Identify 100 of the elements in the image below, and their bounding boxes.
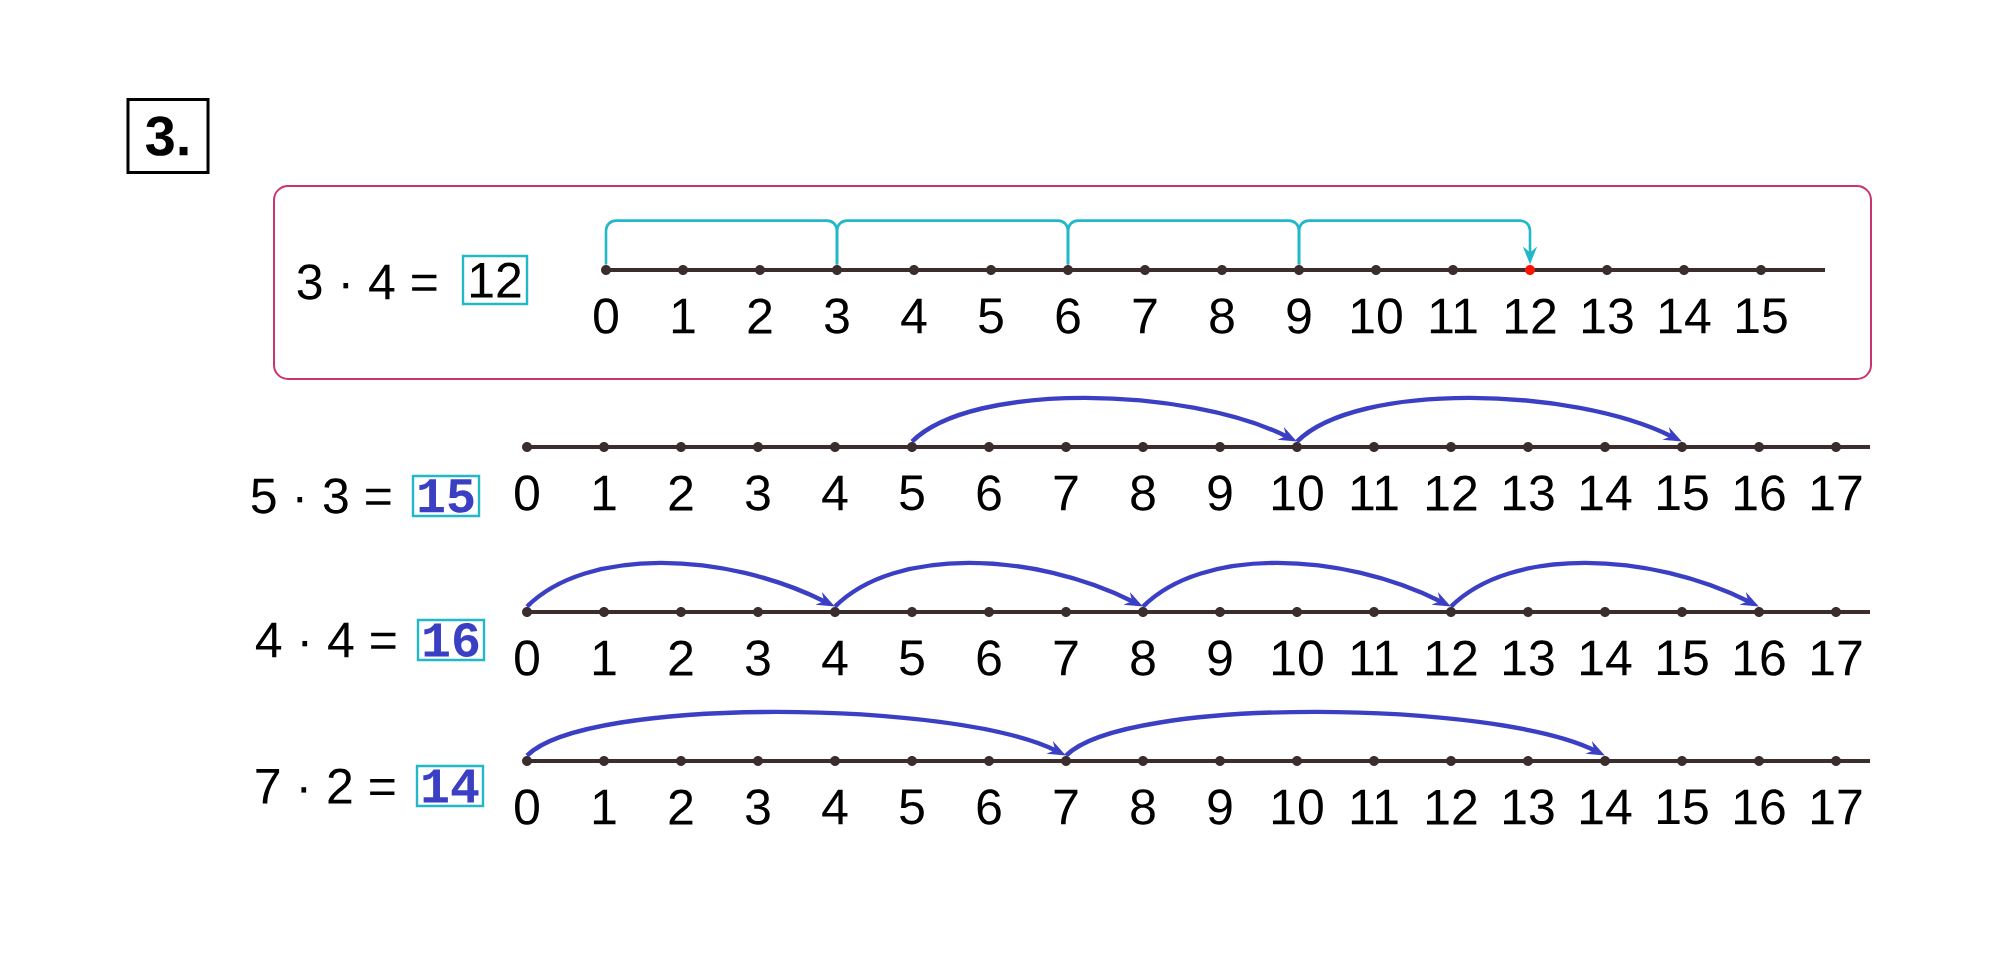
- node-label: 8: [1131, 640, 1155, 676]
- node-label: 14: [1581, 475, 1632, 511]
- number-point: 3: [746, 442, 770, 511]
- number-point: 13: [1504, 607, 1554, 676]
- exercise-number: 3.: [126, 98, 210, 175]
- number-point: 13: [1504, 442, 1554, 511]
- number-point: 17: [1812, 442, 1862, 511]
- number-point: 6: [1056, 265, 1080, 334]
- node-label: 4: [822, 640, 848, 676]
- number-point: 17: [1812, 756, 1862, 825]
- number-point: 0: [515, 756, 539, 825]
- node-label: 3: [746, 789, 770, 825]
- number-point: 9: [1287, 265, 1311, 334]
- node-label: 11: [1351, 789, 1398, 825]
- node-label: 14: [1660, 298, 1711, 334]
- node-label: 2: [669, 640, 693, 676]
- node-label: 17: [1812, 789, 1862, 825]
- number-point: 5: [900, 442, 924, 511]
- number-point: 15: [1658, 442, 1708, 511]
- number-point: 13: [1583, 265, 1633, 334]
- number-point: 8: [1131, 756, 1155, 825]
- node-label: 6: [977, 789, 1001, 825]
- number-point: 7: [1054, 442, 1078, 511]
- number-point: 5: [900, 607, 924, 676]
- node-label: 6: [977, 475, 1001, 511]
- node-label: 8: [1131, 789, 1155, 825]
- node-label: 2: [748, 298, 772, 334]
- node-label: 6: [1056, 298, 1080, 334]
- number-point: 1: [672, 265, 695, 334]
- number-point: 11: [1351, 756, 1398, 825]
- node-label: 14: [1581, 640, 1632, 676]
- number-point: 14: [1581, 756, 1632, 825]
- number-point: 8: [1131, 607, 1155, 676]
- number-point: 4: [822, 607, 848, 676]
- node-label: 15: [1737, 298, 1787, 334]
- node-label: 0: [594, 298, 618, 334]
- number-point: 8: [1131, 442, 1155, 511]
- number-point: 16: [1735, 756, 1785, 825]
- node-label: 1: [593, 640, 616, 676]
- node-label: 16: [1735, 789, 1785, 825]
- node-label: 0: [515, 789, 539, 825]
- node-label: 4: [901, 298, 927, 334]
- node-label: 17: [1812, 640, 1862, 676]
- node-label: 7: [1054, 640, 1078, 676]
- node-label: 10: [1352, 298, 1402, 334]
- node-label: 1: [593, 789, 616, 825]
- number-point: 6: [977, 442, 1001, 511]
- number-point: 10: [1273, 442, 1323, 511]
- number-point: 0: [515, 442, 539, 511]
- number-point: 12: [1427, 756, 1477, 825]
- node-label: 0: [515, 475, 539, 511]
- number-point: 4: [901, 265, 927, 334]
- node-label: 5: [900, 640, 924, 676]
- node-label: 16: [1735, 640, 1785, 676]
- number-point: 15: [1737, 265, 1787, 334]
- node-label: 7: [1054, 475, 1078, 511]
- number-point: 13: [1504, 756, 1554, 825]
- answer-box: 16: [416, 618, 486, 662]
- number-point: 7: [1133, 265, 1157, 334]
- node-label: 14: [1581, 789, 1632, 825]
- number-point: 7: [1054, 607, 1078, 676]
- number-point: 11: [1351, 607, 1398, 676]
- node-label: 11: [1351, 640, 1398, 676]
- node-label: 0: [515, 640, 539, 676]
- number-point: 3: [746, 756, 770, 825]
- node-label: 8: [1131, 475, 1155, 511]
- node-label: 7: [1133, 298, 1157, 334]
- node-label: 15: [1658, 789, 1708, 825]
- number-point: 4: [822, 756, 848, 825]
- number-point: 5: [979, 265, 1003, 334]
- node-label: 11: [1430, 298, 1477, 334]
- number-point: 1: [593, 442, 616, 511]
- number-point: 2: [669, 756, 693, 825]
- node-label: 10: [1273, 475, 1323, 511]
- number-point: 6: [977, 607, 1001, 676]
- number-point: 0: [515, 607, 539, 676]
- node-label: 10: [1273, 789, 1323, 825]
- node-label: 13: [1504, 475, 1554, 511]
- node-label: 12: [1427, 640, 1477, 676]
- number-point: 9: [1208, 756, 1232, 825]
- node-label: 1: [672, 298, 695, 334]
- number-point: 14: [1660, 265, 1711, 334]
- node-label: 5: [900, 475, 924, 511]
- node-label: 3: [746, 475, 770, 511]
- node-label: 12: [1427, 475, 1477, 511]
- number-point: 5: [900, 756, 924, 825]
- number-point: 12: [1506, 265, 1556, 334]
- number-point: 9: [1208, 442, 1232, 511]
- node-label: 9: [1208, 475, 1232, 511]
- number-point: 1: [593, 607, 616, 676]
- number-point: 2: [669, 607, 693, 676]
- node-label: 6: [977, 640, 1001, 676]
- number-point: 4: [822, 442, 848, 511]
- number-point: 10: [1273, 607, 1323, 676]
- number-point: 10: [1352, 265, 1402, 334]
- number-point: 3: [746, 607, 770, 676]
- number-point: 2: [748, 265, 772, 334]
- number-point: 17: [1812, 607, 1862, 676]
- answer-box: 12: [461, 254, 529, 306]
- node-label: 11: [1351, 475, 1398, 511]
